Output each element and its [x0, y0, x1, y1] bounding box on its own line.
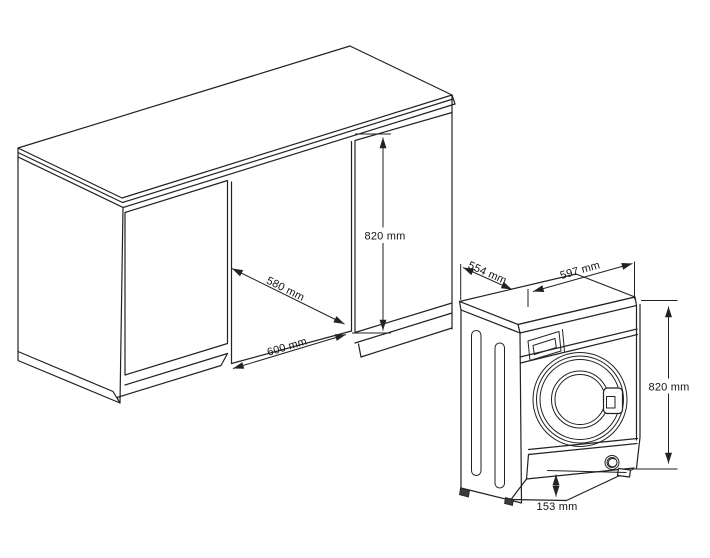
dimension-arrow: [231, 268, 345, 325]
dimension-label: 153 mm: [537, 501, 578, 513]
machine-control-panel: [519, 328, 639, 364]
machine-foot: [459, 487, 470, 498]
dim-machine-height: 820 mm: [633, 300, 690, 470]
dim-niche-depth: 580 mm: [231, 268, 345, 325]
detergent-drawer: [527, 331, 562, 361]
porthole-glass: [551, 370, 609, 429]
dim-niche-height: 820 mm: [352, 133, 406, 334]
dim-machine-plinth: 153 mm: [537, 470, 627, 513]
machine-door: [527, 303, 641, 456]
side-panel-groove: [471, 330, 482, 476]
kitchen-cabinet-drawing: [17, 45, 456, 404]
cabinet-right-panel: [354, 111, 453, 358]
filter-cap-slot: [607, 458, 617, 468]
label-background: [365, 227, 405, 243]
door-handle: [602, 387, 624, 415]
machine-kick-panel: [510, 436, 641, 502]
cabinet-left-door: [116, 179, 229, 404]
filter-cap-inner: [606, 457, 618, 468]
cabinet-left-end-panel: [17, 156, 124, 404]
dimension-label: 820 mm: [649, 382, 690, 394]
cabinet-niche: [230, 140, 353, 365]
dimension-label: 580 mm: [264, 275, 306, 304]
dimension-label: 600 mm: [266, 335, 309, 358]
porthole-glass: [554, 374, 606, 425]
dim-niche-width: 600 mm: [232, 334, 347, 369]
side-panel-groove: [494, 342, 505, 489]
dimension-arrow: [462, 267, 513, 290]
detergent-drawer-handle: [532, 338, 557, 355]
extension-line: [546, 470, 627, 473]
dimension-arrow: [532, 263, 633, 292]
dimension-label: 820 mm: [365, 231, 406, 243]
dimension-label: 554 mm: [466, 259, 508, 287]
panel-separator: [562, 329, 565, 352]
porthole-ring: [532, 352, 628, 447]
porthole-ring: [536, 355, 624, 444]
label-background: [650, 378, 688, 394]
filter-cap: [604, 455, 620, 470]
dimension-arrow: [232, 334, 347, 369]
door-handle-grip: [606, 396, 616, 409]
machine-side-panel: [459, 309, 523, 506]
